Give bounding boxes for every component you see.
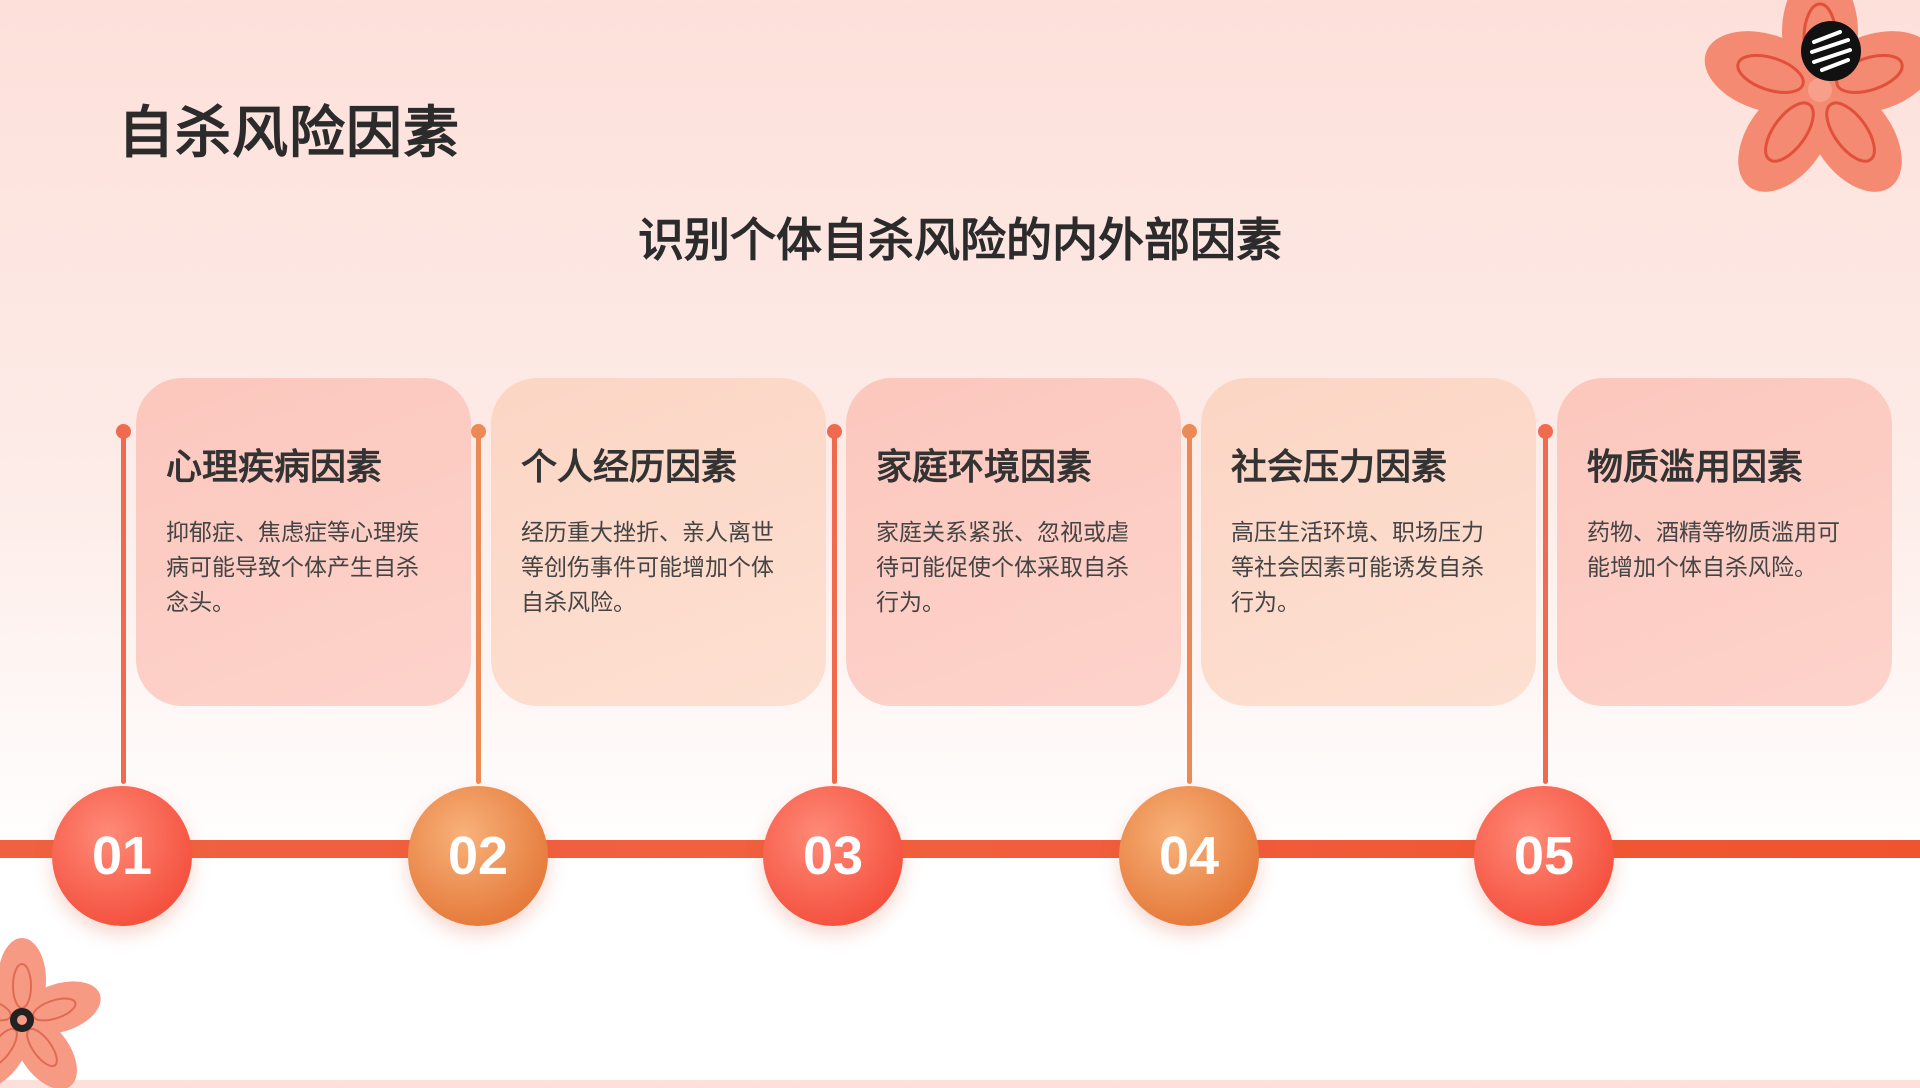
factor-card-5: 物质滥用因素 药物、酒精等物质滥用可能增加个体自杀风险。 bbox=[1557, 378, 1892, 706]
factor-card-title: 家庭环境因素 bbox=[876, 438, 1151, 490]
step-number-badge-4: 04 bbox=[1119, 786, 1259, 926]
factor-card-2: 个人经历因素 经历重大挫折、亲人离世等创伤事件可能增加个体自杀风险。 bbox=[491, 378, 826, 706]
factor-card-text: 药物、酒精等物质滥用可能增加个体自杀风险。 bbox=[1587, 516, 1862, 586]
timeline-connector-5 bbox=[1543, 432, 1548, 784]
factor-card-4: 社会压力因素 高压生活环境、职场压力等社会因素可能诱发自杀行为。 bbox=[1201, 378, 1536, 706]
page-subtitle: 识别个体自杀风险的内外部因素 bbox=[0, 204, 1920, 270]
timeline-connector-4 bbox=[1187, 432, 1192, 784]
flower-decoration-bottom bbox=[0, 928, 120, 1088]
timeline-connector-2 bbox=[476, 432, 481, 784]
step-number-badge-1: 01 bbox=[52, 786, 192, 926]
step-number-badge-5: 05 bbox=[1474, 786, 1614, 926]
factor-card-title: 物质滥用因素 bbox=[1587, 438, 1862, 490]
timeline-bar bbox=[0, 840, 1920, 858]
step-number-badge-2: 02 bbox=[408, 786, 548, 926]
factor-card-title: 心理疾病因素 bbox=[166, 438, 441, 490]
factor-card-text: 家庭关系紧张、忽视或虐待可能促使个体采取自杀行为。 bbox=[876, 516, 1151, 621]
timeline-connector-3 bbox=[832, 432, 837, 784]
page-title: 自杀风险因素 bbox=[118, 88, 460, 169]
factor-card-text: 抑郁症、焦虑症等心理疾病可能导致个体产生自杀念头。 bbox=[166, 516, 441, 621]
timeline-connector-1 bbox=[121, 432, 126, 784]
factor-card-text: 高压生活环境、职场压力等社会因素可能诱发自杀行为。 bbox=[1231, 516, 1506, 621]
factor-card-1: 心理疾病因素 抑郁症、焦虑症等心理疾病可能导致个体产生自杀念头。 bbox=[136, 378, 471, 706]
factor-card-text: 经历重大挫折、亲人离世等创伤事件可能增加个体自杀风险。 bbox=[521, 516, 796, 621]
logo-icon bbox=[1800, 20, 1862, 82]
step-number-badge-3: 03 bbox=[763, 786, 903, 926]
factor-card-title: 社会压力因素 bbox=[1231, 438, 1506, 490]
factor-card-title: 个人经历因素 bbox=[521, 438, 796, 490]
factor-card-3: 家庭环境因素 家庭关系紧张、忽视或虐待可能促使个体采取自杀行为。 bbox=[846, 378, 1181, 706]
